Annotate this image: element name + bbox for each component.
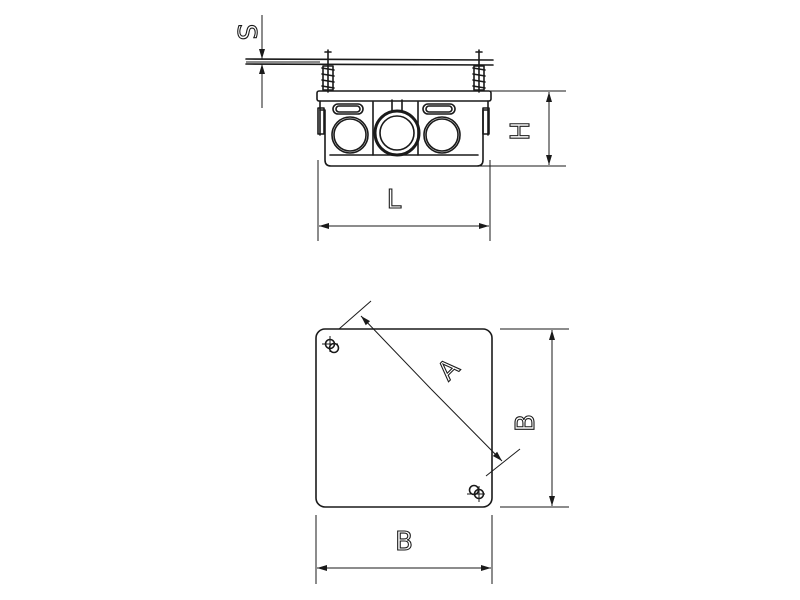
top-view: A B B [315,300,569,584]
knockout-left [331,116,369,154]
label-a: A [432,353,466,387]
screw-right-icon [472,49,486,93]
dimension-a: A [338,300,521,477]
screw-left-icon [321,49,335,93]
knockout-center [373,109,421,157]
label-b-bottom: B [395,527,413,557]
lid-outline [315,328,493,508]
label-h: H [506,121,536,141]
dimension-s: S [230,15,265,108]
screw-hole-bottom-right-icon [467,484,485,502]
dimension-l: L [317,160,491,241]
box-body [316,90,492,167]
side-view: S H L [230,15,566,241]
dimension-b-side: B [500,328,569,508]
lid-plate [245,58,494,66]
dimension-h: H [478,90,566,167]
knockout-right [423,116,461,154]
dimension-b-bottom: B [315,515,493,584]
screw-hole-top-left-icon [322,336,340,354]
label-s: S [231,24,261,41]
label-b-side: B [511,414,541,432]
label-l: L [387,185,402,215]
